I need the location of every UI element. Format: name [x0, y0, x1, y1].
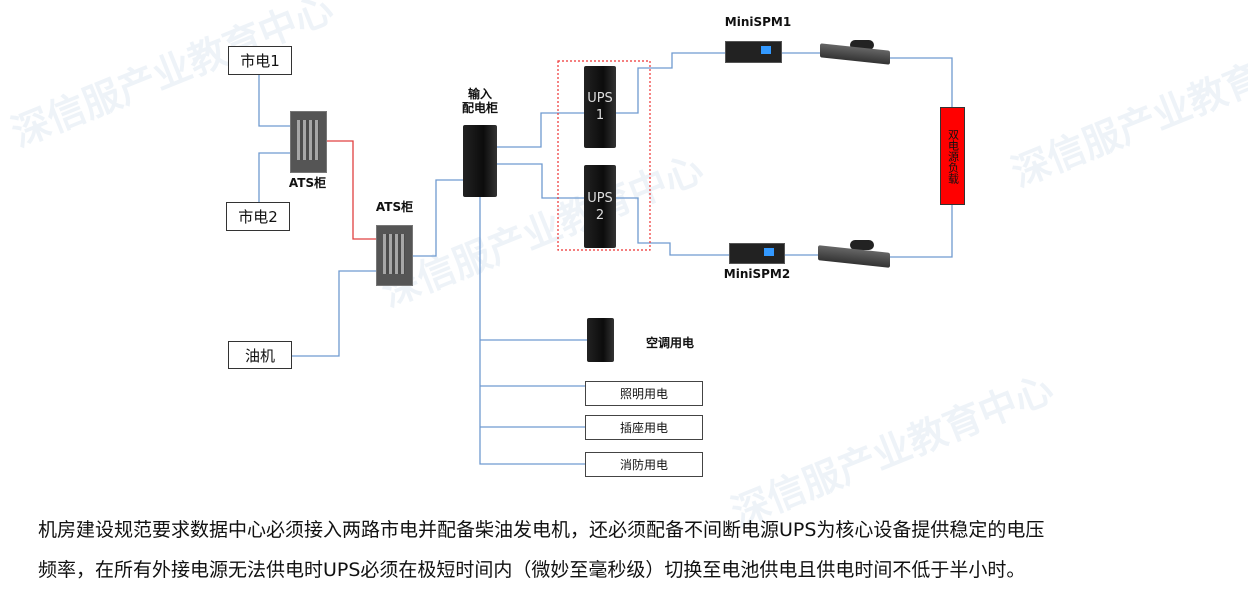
pdu-2-cable-icon [850, 240, 874, 250]
lighting-power: 照明用电 [585, 381, 703, 406]
input-cabinet-label-line1: 输入 [467, 87, 492, 101]
input-distribution-cabinet-icon [463, 125, 497, 197]
ups-group-outline [557, 60, 651, 251]
grid-power-2: 市电2 [226, 202, 290, 231]
ups-1-label: UPS [587, 91, 613, 106]
socket-power: 插座用电 [585, 415, 703, 440]
minispm1-label: MiniSPM1 [724, 15, 792, 29]
ups-1: UPS 1 [584, 66, 616, 148]
fire-power: 消防用电 [585, 452, 703, 477]
minispm2-label: MiniSPM2 [723, 267, 791, 281]
description-text: 机房建设规范要求数据中心必须接入两路市电并配备柴油发电机，还必须配备不间断电源U… [38, 510, 1238, 590]
description-line-2: 频率，在所有外接电源无法供电时UPS必须在极短时间内（微妙至毫秒级）切换至电池供… [38, 559, 1026, 581]
air-conditioner-icon [587, 318, 614, 362]
ups-1-number: 1 [595, 108, 605, 123]
ats-label-2: ATS柜 [375, 200, 414, 214]
minispm2-device-icon [729, 243, 785, 264]
ats-cabinet-2-icon [376, 225, 413, 286]
minispm1-device-icon [725, 41, 782, 63]
dual-power-load: 双电源负载 [940, 107, 965, 205]
pdu-1-cable-icon [850, 40, 874, 50]
ac-power-label: 空调用电 [645, 336, 694, 350]
diesel-generator: 油机 [228, 341, 292, 369]
grid-power-1: 市电1 [228, 46, 292, 75]
ups-2: UPS 2 [584, 165, 616, 248]
input-cabinet-label-line2: 配电柜 [461, 101, 498, 115]
description-line-1: 机房建设规范要求数据中心必须接入两路市电并配备柴油发电机，还必须配备不间断电源U… [38, 519, 1045, 541]
ups-2-label: UPS [587, 190, 613, 206]
input-cabinet-label: 输入 配电柜 [455, 87, 505, 115]
ups-2-number: 2 [595, 207, 605, 223]
ats-label-1: ATS柜 [288, 176, 327, 190]
ats-cabinet-1-icon [290, 111, 327, 173]
